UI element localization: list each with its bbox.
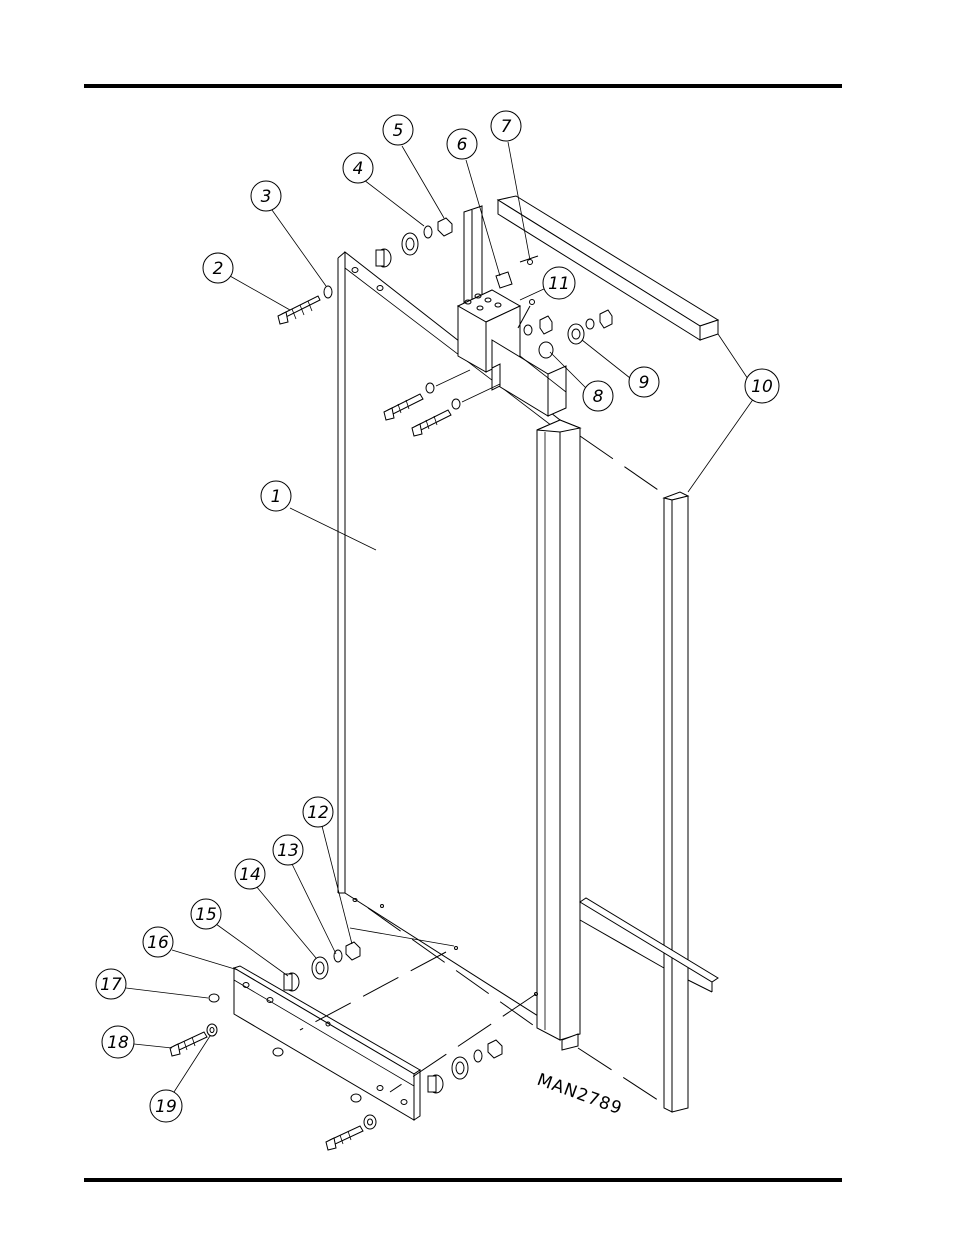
bottom-bracket	[234, 966, 420, 1120]
svg-text:2: 2	[213, 259, 224, 279]
svg-text:19: 19	[155, 1097, 177, 1117]
bottom-rule	[84, 1178, 842, 1182]
lower-rail	[580, 898, 718, 992]
drawing-number: MAN2789	[534, 1070, 625, 1119]
svg-text:6: 6	[457, 135, 468, 155]
callout-17: 17	[96, 969, 208, 999]
svg-text:12: 12	[307, 803, 329, 823]
callout-15: 15	[191, 899, 288, 976]
top-rule	[84, 84, 842, 88]
svg-text:14: 14	[239, 865, 261, 885]
callout-3: 3	[251, 181, 326, 286]
svg-text:10: 10	[751, 377, 773, 397]
svg-text:13: 13	[277, 841, 299, 861]
channel-upright	[537, 420, 580, 1050]
callout-7: 7	[491, 111, 530, 260]
svg-text:15: 15	[195, 905, 217, 925]
side-roller-set	[524, 310, 612, 358]
back-post	[464, 206, 482, 306]
svg-text:1: 1	[271, 487, 282, 507]
svg-text:11: 11	[548, 274, 570, 294]
callout-11: 11	[520, 267, 575, 300]
callout-2: 2	[203, 253, 290, 310]
callout-5: 5	[383, 115, 444, 218]
svg-text:9: 9	[639, 373, 650, 393]
svg-text:5: 5	[393, 121, 404, 141]
callout-16: 16	[143, 927, 238, 970]
right-post	[664, 492, 688, 1112]
callout-14: 14	[235, 859, 316, 958]
svg-text:4: 4	[353, 159, 364, 179]
svg-text:3: 3	[261, 187, 272, 207]
callout-4: 4	[343, 153, 424, 226]
svg-text:16: 16	[147, 933, 169, 953]
svg-text:18: 18	[107, 1033, 129, 1053]
callout-18: 18	[102, 1026, 172, 1058]
svg-text:8: 8	[593, 387, 604, 407]
svg-text:7: 7	[501, 117, 512, 137]
callout-10: 10	[688, 334, 779, 492]
callout-13: 13	[273, 835, 336, 954]
svg-text:17: 17	[100, 975, 122, 995]
